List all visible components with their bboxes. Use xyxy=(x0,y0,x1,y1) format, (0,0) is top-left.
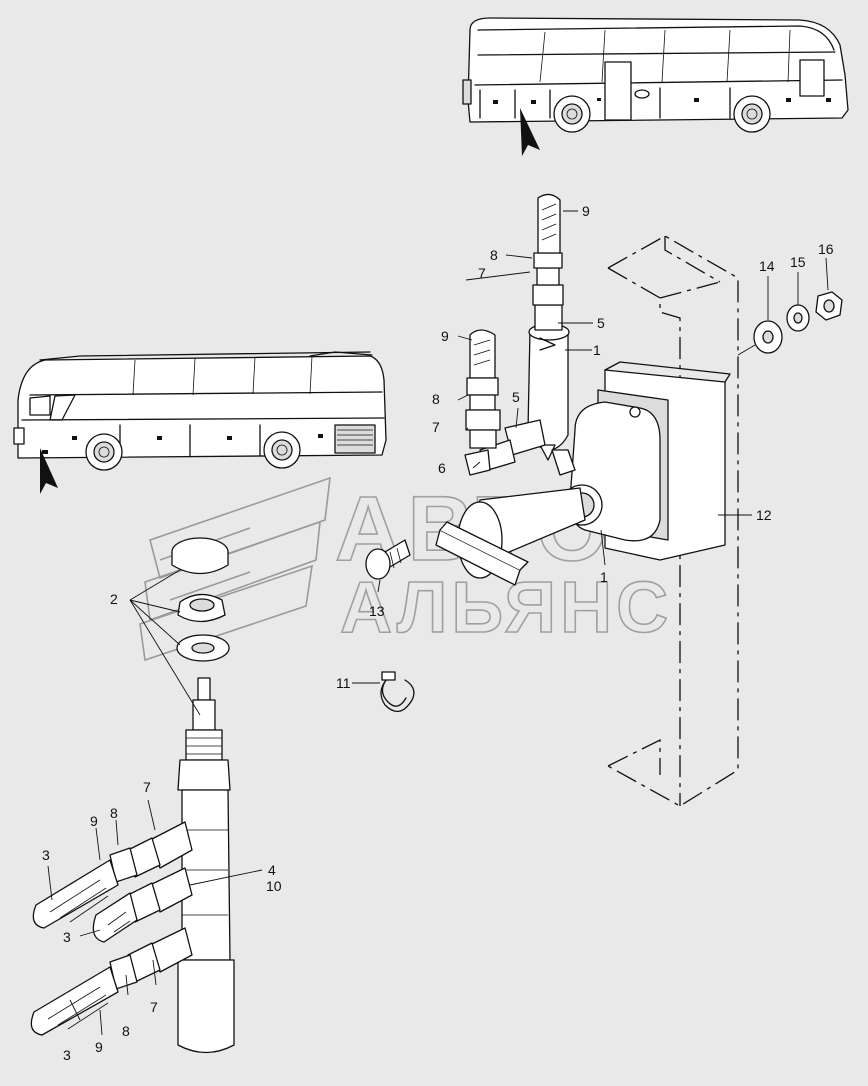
label-part-5: 5 xyxy=(512,389,520,405)
part-labels: 1 1 2 3 3 3 4 10 5 5 6 7 7 7 7 8 8 8 8 9… xyxy=(42,203,834,1063)
label-part-5: 5 xyxy=(597,315,605,331)
label-part-9: 9 xyxy=(90,813,98,829)
label-part-16: 16 xyxy=(818,241,834,257)
label-part-3: 3 xyxy=(63,1047,71,1063)
lower-manifold-assembly xyxy=(30,537,235,1054)
label-part-1: 1 xyxy=(593,342,601,358)
label-part-2: 2 xyxy=(110,591,118,607)
label-part-7: 7 xyxy=(143,779,151,795)
bolt-part-13 xyxy=(365,539,411,580)
watermark-logo xyxy=(139,476,331,662)
label-part-7: 7 xyxy=(478,265,486,281)
label-part-14: 14 xyxy=(759,258,775,274)
label-part-10: 10 xyxy=(266,878,282,894)
leader-lines xyxy=(47,210,829,1036)
label-part-11: 11 xyxy=(336,675,351,691)
fasteners-14-15-16 xyxy=(737,291,843,356)
label-part-6: 6 xyxy=(438,460,446,476)
label-part-3: 3 xyxy=(63,929,71,945)
label-part-1: 1 xyxy=(600,569,608,585)
label-part-7: 7 xyxy=(150,999,158,1015)
watermark-line2: АЛЬЯНС xyxy=(340,568,672,648)
label-part-7: 7 xyxy=(432,419,440,435)
label-part-3: 3 xyxy=(42,847,50,863)
clip-part-11 xyxy=(380,671,415,712)
label-part-9: 9 xyxy=(582,203,590,219)
label-part-8: 8 xyxy=(432,391,440,407)
upper-valve-assembly xyxy=(464,193,576,476)
chamber-assembly xyxy=(435,361,731,586)
label-part-9: 9 xyxy=(95,1039,103,1055)
label-part-13: 13 xyxy=(369,603,385,619)
label-part-12: 12 xyxy=(756,507,772,523)
location-arrow-icon xyxy=(40,448,58,494)
bus-rear-view xyxy=(462,17,849,156)
label-part-8: 8 xyxy=(110,805,118,821)
label-part-4: 4 xyxy=(268,862,276,878)
bus-front-view xyxy=(13,351,387,494)
label-part-9: 9 xyxy=(441,328,449,344)
location-arrow-icon xyxy=(520,108,540,156)
label-part-15: 15 xyxy=(790,254,806,270)
label-part-8: 8 xyxy=(490,247,498,263)
label-part-8: 8 xyxy=(122,1023,130,1039)
